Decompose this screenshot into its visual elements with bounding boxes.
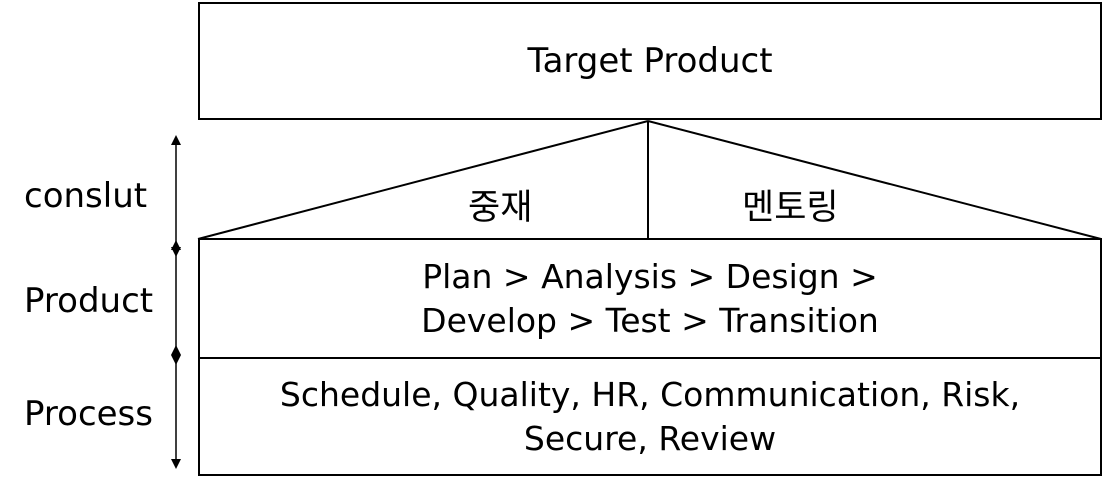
product-line-1: Plan > Analysis > Design >: [422, 256, 878, 296]
roof-left-edge: [197, 120, 649, 240]
process-line-2: Secure, Review: [523, 418, 777, 458]
process-box: Schedule, Quality, HR, Communication, Ri…: [198, 357, 1102, 476]
side-label-process: Process: [24, 394, 153, 434]
process-line-1: Schedule, Quality, HR, Communication, Ri…: [279, 374, 1021, 414]
target-product-box: Target Product: [198, 2, 1102, 120]
product-line-2: Develop > Test > Transition: [421, 300, 879, 340]
roof-right-edge: [647, 120, 1102, 240]
product-box: Plan > Analysis > Design > Develop > Tes…: [198, 238, 1102, 359]
target-product-label: Target Product: [527, 41, 773, 81]
side-label-product: Product: [24, 281, 154, 321]
roof-left-label: 중재: [468, 188, 533, 228]
roof-right-label: 멘토링: [742, 188, 839, 228]
side-label-consult: conslut: [24, 176, 148, 216]
